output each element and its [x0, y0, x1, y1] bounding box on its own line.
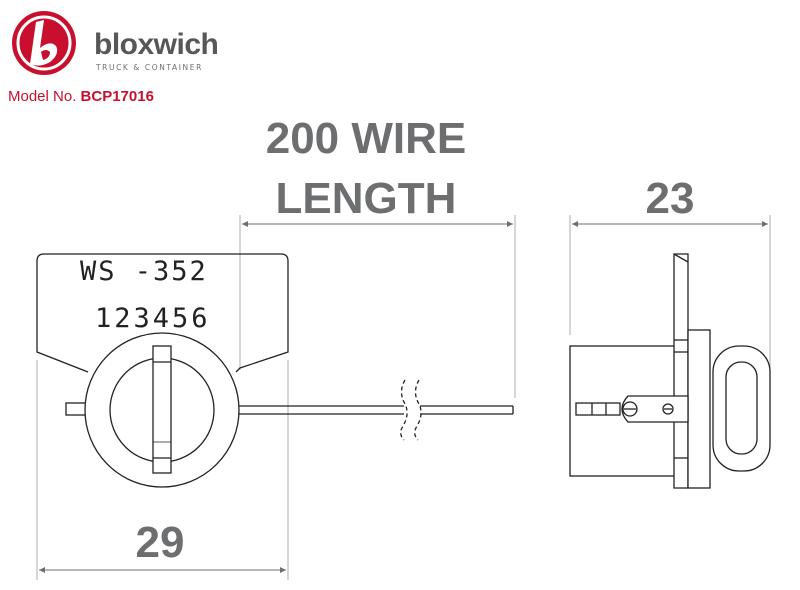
dim-side-width: 23	[646, 174, 695, 223]
brand-tagline: TRUCK & CONTAINER	[96, 63, 203, 72]
brand-logo: bloxwich TRUCK & CONTAINER	[10, 8, 220, 78]
seal-flag	[36, 253, 289, 373]
dimension-side-width: 23	[569, 174, 771, 385]
dim-front-width: 29	[136, 518, 185, 567]
brand-name: bloxwich	[94, 28, 219, 61]
seal-stamp-number: 123456	[95, 303, 211, 334]
dim-wire-length-line1: 200 WIRE	[266, 114, 467, 163]
front-view	[36, 253, 514, 488]
model-label: Model No.	[8, 88, 77, 105]
dim-wire-length-line2: LENGTH	[276, 174, 457, 223]
dimension-front-width: 29	[36, 360, 289, 580]
bloxwich-logo-icon	[12, 11, 76, 75]
seal-stamp-text: WS -352	[80, 256, 208, 287]
model-number-label: Model No. BCP17016	[8, 88, 154, 105]
dimension-wire-length: 200 WIRE LENGTH	[239, 114, 516, 398]
side-clamp	[621, 395, 689, 423]
side-view	[569, 253, 771, 489]
model-number: BCP17016	[80, 88, 154, 105]
seal-knob	[152, 345, 172, 474]
